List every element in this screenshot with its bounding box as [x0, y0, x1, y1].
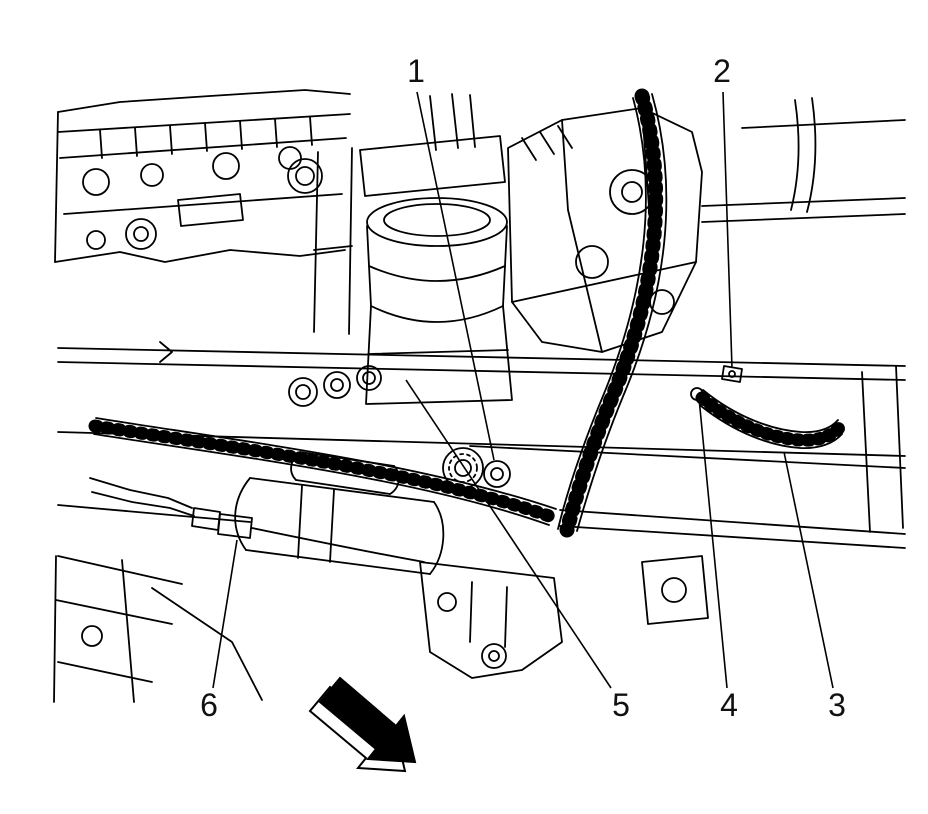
callout-2-leader [722, 91, 733, 369]
callout-6-label: 6 [200, 687, 218, 723]
oil-filter-housing-art [365, 197, 513, 405]
bell-housing-art [419, 561, 563, 679]
callout-5-leader [405, 379, 612, 689]
callout-labels: 1 2 3 4 5 6 [200, 53, 846, 723]
callout-3-leader [783, 451, 834, 689]
callout-1-leader [416, 91, 495, 461]
wiring-connector-art [89, 477, 425, 563]
right-assembly-art [507, 107, 703, 353]
sensor-bosses-art [288, 365, 382, 407]
callout-1-label: 1 [407, 53, 425, 89]
right-hose-art [690, 365, 847, 449]
callout-4-leader [698, 397, 728, 689]
timing-cover-art [313, 93, 506, 335]
frame-rails-art [57, 347, 906, 625]
callout-4-label: 4 [720, 687, 738, 723]
harness-loom-art [557, 88, 668, 538]
direction-arrow-fill [318, 676, 417, 764]
callout-5-label: 5 [612, 687, 630, 723]
callout-2-label: 2 [713, 53, 731, 89]
starter-motor-art [234, 451, 445, 575]
lower-loom-art [88, 417, 559, 526]
callout-3-label: 3 [828, 687, 846, 723]
cylinder-head-art [54, 89, 351, 363]
round-connectors-art [442, 447, 511, 489]
right-edge-art [701, 97, 906, 533]
engine-line-art [53, 88, 906, 703]
callout-leader-lines [212, 91, 834, 689]
direction-arrow-icon [308, 676, 417, 773]
callout-6-leader [212, 539, 238, 689]
oil-pan-art [53, 555, 263, 703]
